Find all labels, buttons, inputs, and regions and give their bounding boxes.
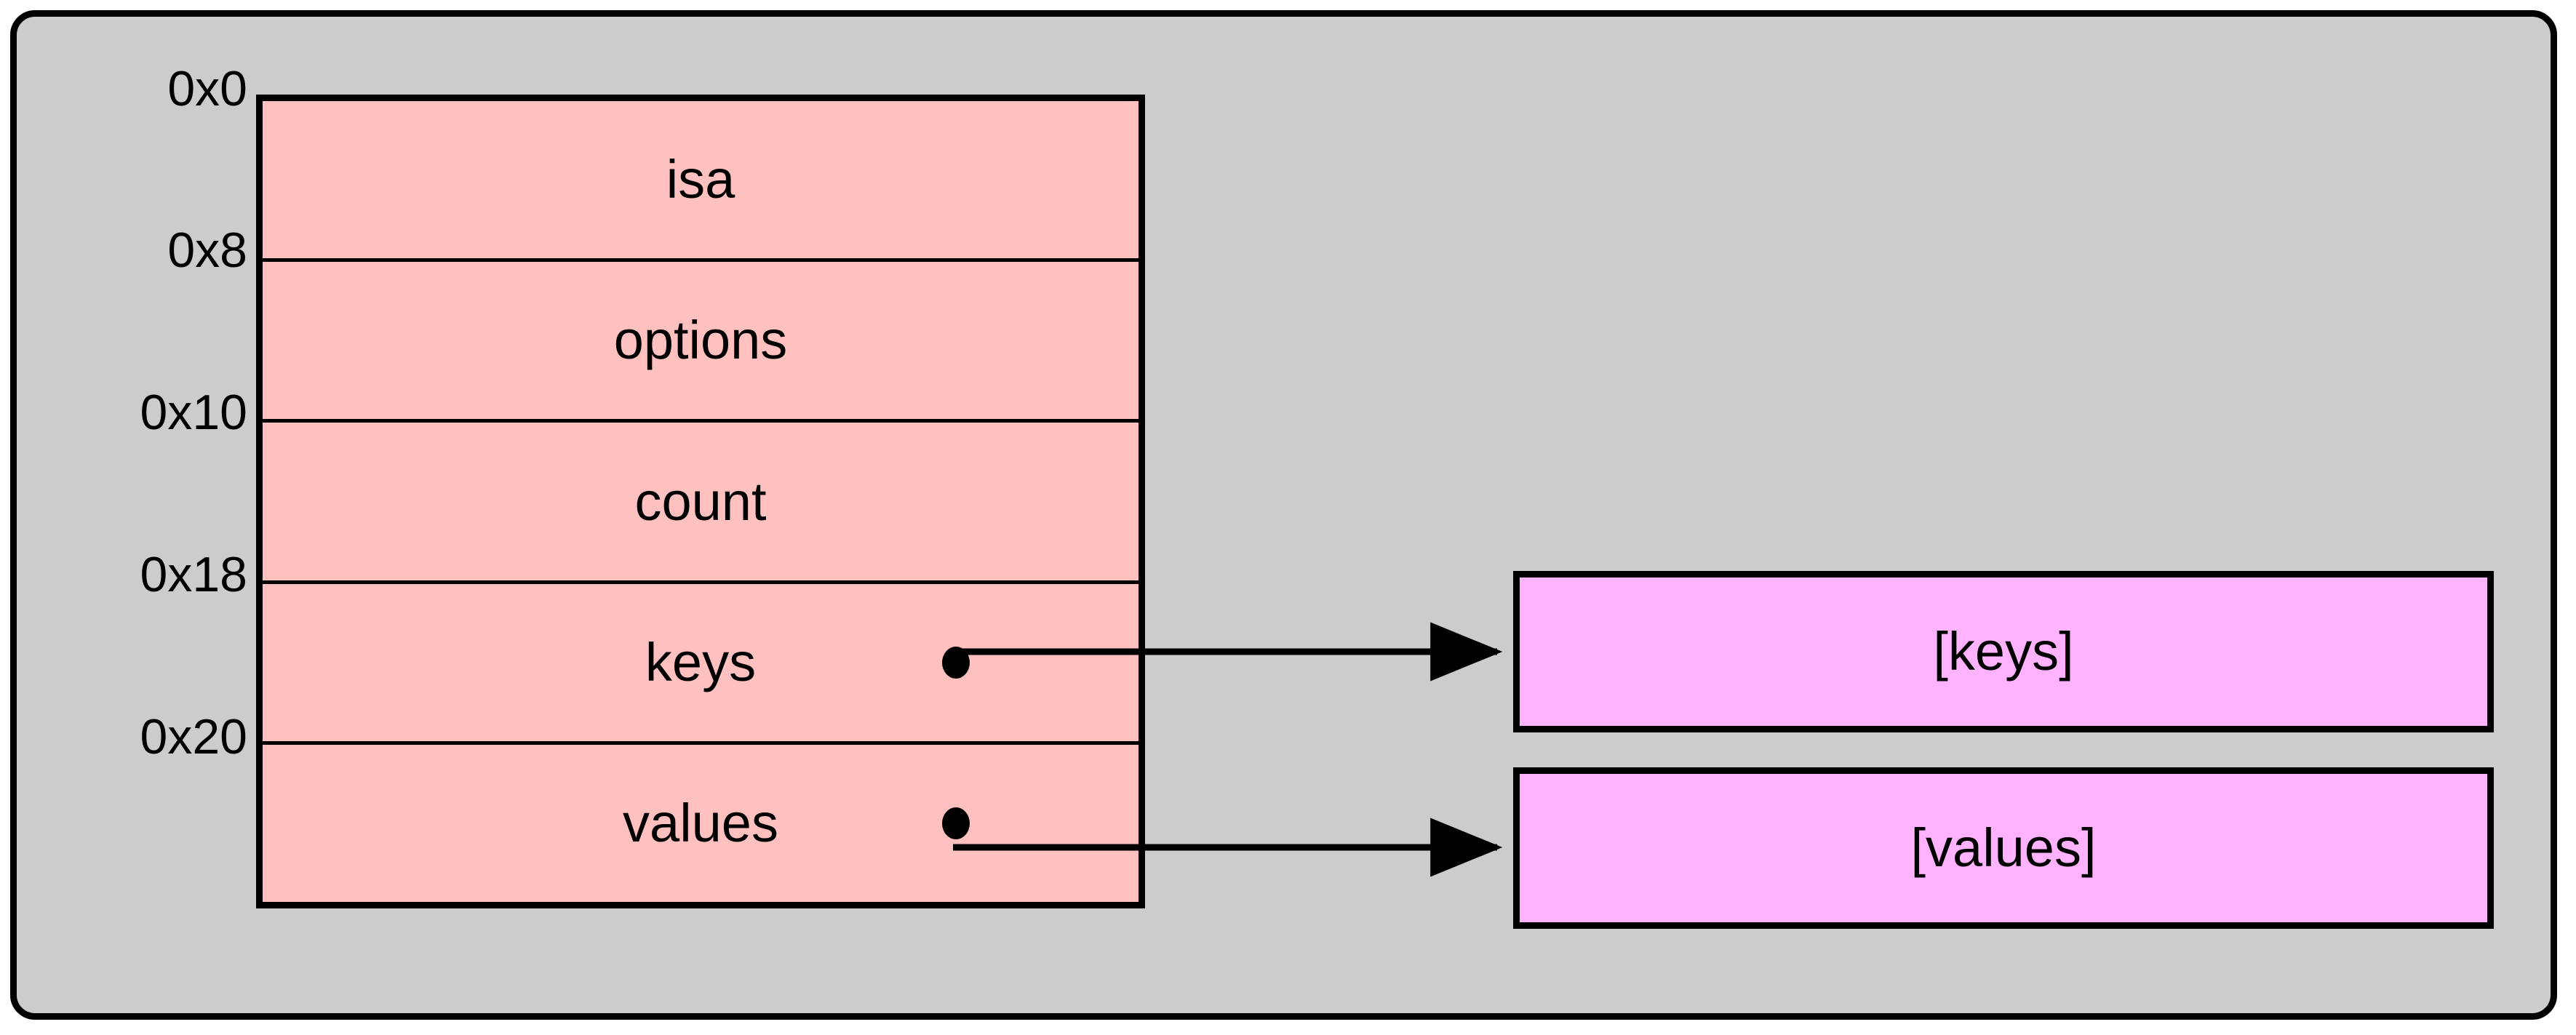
values-pointer-dot-icon	[942, 807, 970, 839]
field-label-keys: keys	[645, 631, 757, 692]
target-label-keys: [keys]	[1933, 621, 2074, 682]
field-label-options: options	[613, 310, 788, 371]
target-label-values: [values]	[1910, 818, 2097, 878]
struct-row-isa: isa	[263, 101, 1139, 263]
offset-label-0x20: 0x20	[140, 709, 247, 764]
target-box-values: [values]	[1513, 767, 2494, 929]
dictionary-struct-box: isa options count keys values	[256, 95, 1145, 908]
struct-row-keys: keys	[263, 583, 1139, 745]
target-box-keys: [keys]	[1513, 571, 2494, 732]
struct-row-options: options	[263, 262, 1139, 423]
field-label-values: values	[623, 792, 778, 853]
keys-pointer-dot-icon	[942, 646, 970, 679]
struct-row-count: count	[263, 423, 1139, 584]
offset-label-0x18: 0x18	[140, 547, 247, 602]
field-label-isa: isa	[666, 149, 735, 210]
offset-label-0x8: 0x8	[167, 223, 247, 278]
offset-label-0x10: 0x10	[140, 385, 247, 440]
field-label-count: count	[634, 471, 767, 532]
offset-label-0x0: 0x0	[167, 61, 247, 116]
struct-row-values: values	[263, 744, 1139, 903]
